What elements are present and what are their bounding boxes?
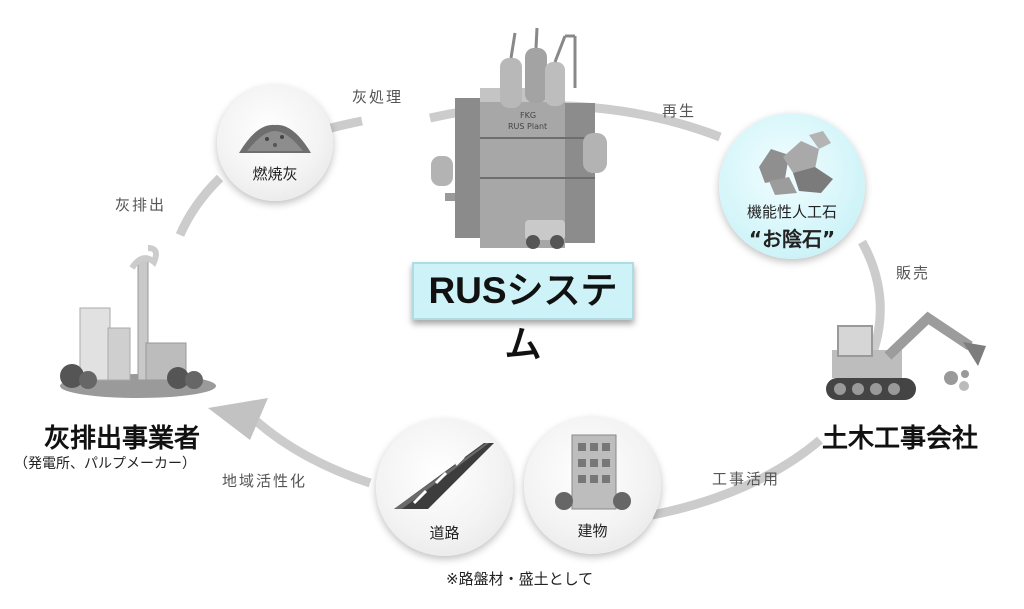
road-icon (394, 443, 494, 509)
ash-pile-icon (239, 124, 311, 153)
plant-sign-1: FKG (520, 111, 536, 120)
building-icon (555, 434, 631, 510)
label-sales: 販売 (896, 264, 931, 282)
node-incineration-ash: 燃焼灰 (217, 85, 333, 201)
node-building: 建物 (524, 417, 661, 554)
node-incineration-ash-label: 燃焼灰 (252, 165, 298, 183)
plant-icon: FKG RUS Plant (431, 27, 607, 249)
node-artificial-stone-label: 機能性人工石 (746, 203, 837, 221)
factory-icon (60, 245, 216, 398)
rus-system-title: RUSシステム (412, 262, 634, 365)
excavator-icon (826, 311, 986, 400)
stone-icon (759, 131, 833, 195)
plant-sign-2: RUS Plant (508, 122, 547, 131)
actor-ash-discharger-sub: （発電所、パルプメーカー） (14, 456, 196, 472)
footnote: ※路盤材・盛土として (446, 570, 594, 588)
node-road-label: 道路 (429, 524, 460, 542)
actor-ash-discharger: 灰排出事業者 (44, 424, 201, 454)
node-road: 道路 (376, 419, 513, 556)
label-regeneration: 再生 (662, 102, 697, 120)
node-building-label: 建物 (577, 522, 608, 540)
flow-arrowhead (208, 398, 268, 440)
label-ash-treatment: 灰処理 (352, 88, 404, 106)
label-regional-revitalization: 地域活性化 (222, 472, 308, 490)
actor-civil-engineering: 土木工事会社 (822, 424, 979, 454)
label-construction-use: 工事活用 (712, 470, 781, 488)
label-ash-discharge: 灰排出 (115, 196, 167, 214)
node-artificial-stone-name: “お陰石” (748, 227, 836, 251)
node-artificial-stone: 機能性人工石 “お陰石” (719, 113, 865, 259)
